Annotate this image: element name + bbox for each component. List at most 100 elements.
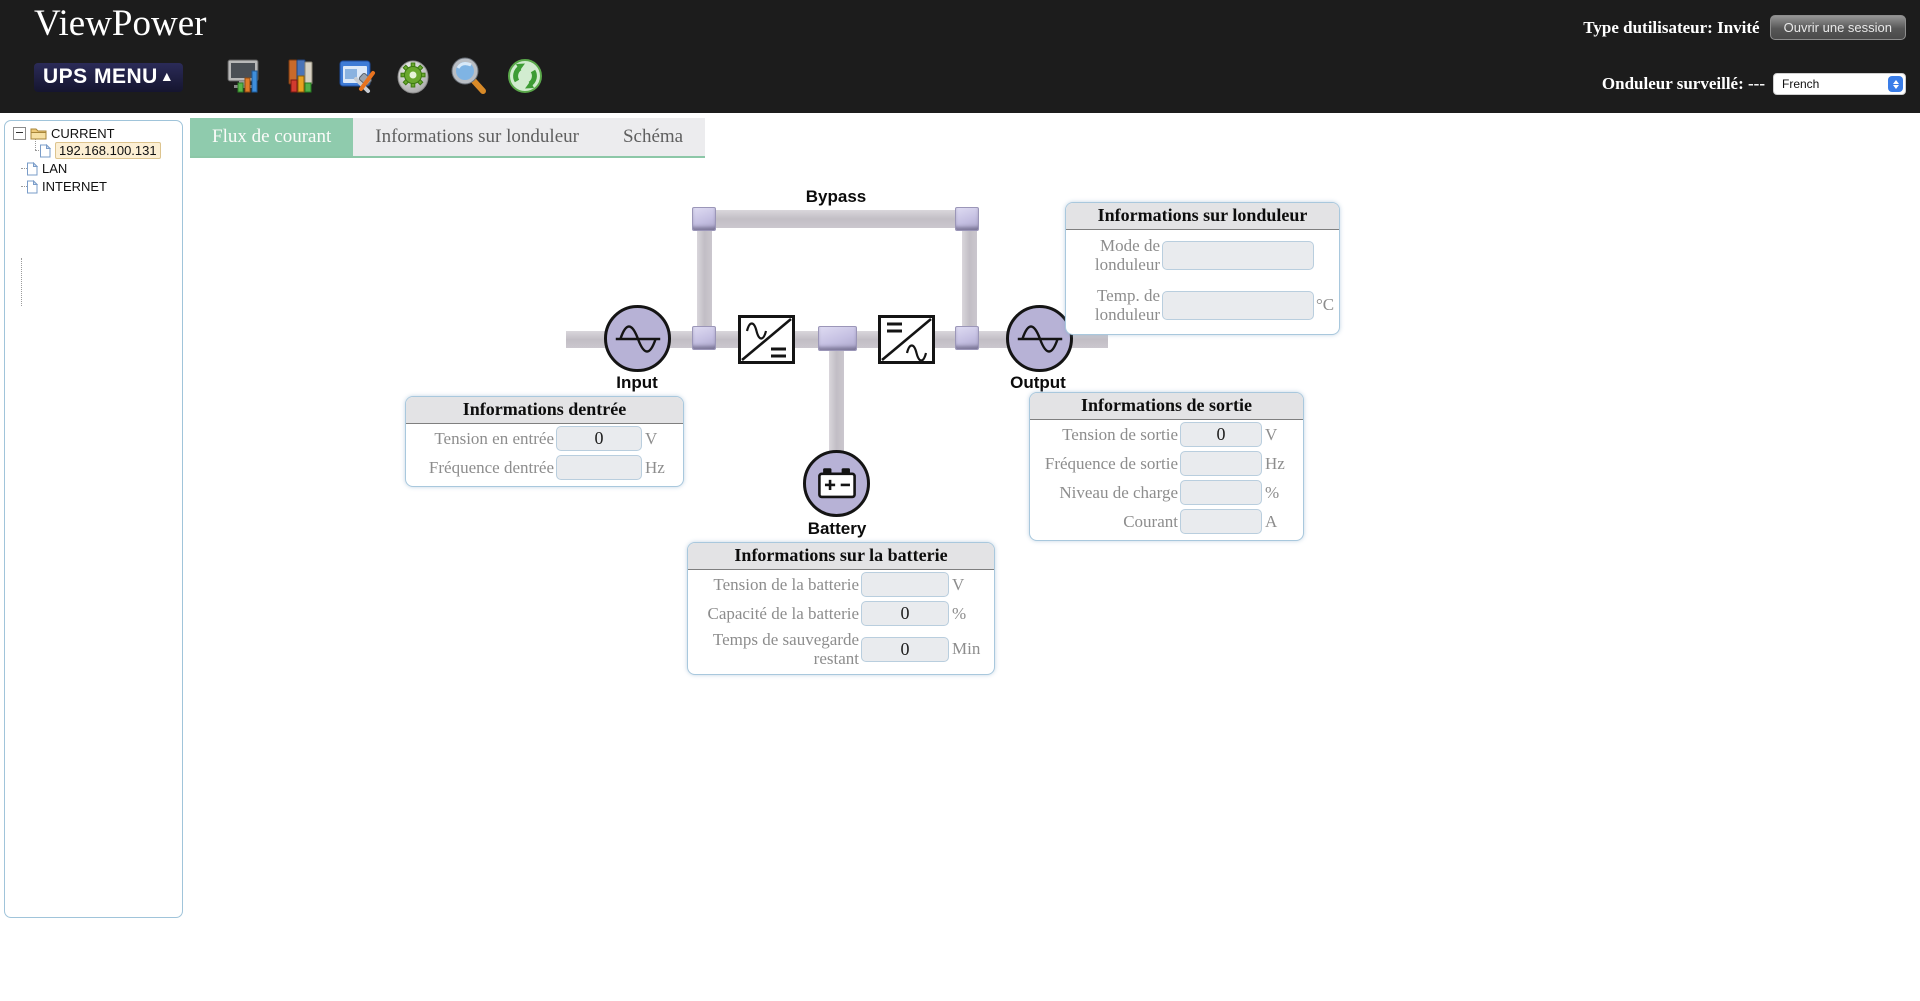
tab-informations-onduleur[interactable]: Informations sur londuleur [353,118,601,156]
field-label: Temps de sauvegarde restant [712,630,859,669]
folder-icon [30,127,47,140]
document-icon [39,143,51,158]
pipe-corner-connector [692,207,716,231]
toolbar [224,55,546,97]
panel-rows: Tension en entrée 0 V Fréquence dentrée … [406,424,683,482]
output-icon [1006,305,1073,372]
monitored-ups-label: Onduleur surveillé: --- [1601,74,1765,93]
panel-row: Niveau de charge % [1030,478,1303,507]
ups-menu-button[interactable]: UPS MENU ▲ [34,63,184,92]
tree-guide-line [21,186,27,187]
field-label: Courant [1123,511,1178,531]
app-title: ViewPower [34,3,207,44]
language-select[interactable]: French [1773,73,1906,95]
tree-item-label: INTERNET [42,179,107,194]
field-value [1162,240,1314,270]
field-unit: Min [952,639,981,659]
control-panel-tools-icon[interactable] [336,55,378,97]
field-unit: Hz [1265,453,1285,473]
output-label: Output [1010,373,1066,392]
panel-title: Informations sur londuleur [1066,203,1339,230]
field-unit: % [1265,482,1280,502]
bypass-left-drop-pipe [697,227,712,331]
field-label: Mode de londuleur [1094,236,1160,275]
field-label: Niveau de charge [1059,482,1178,502]
tab-schema[interactable]: Schéma [600,118,706,156]
tree-collapse-icon[interactable] [13,127,26,140]
report-books-icon[interactable] [280,55,322,97]
language-select-value: French [1782,77,1820,91]
open-session-button[interactable]: Ouvrir une session [1769,15,1906,40]
field-unit: V [1265,424,1278,444]
panel-row: Capacité de la batterie 0 % [688,599,994,628]
tree-guide-line [35,139,36,150]
field-value [1180,451,1262,476]
field-label: Capacité de la batterie [707,603,860,623]
panel-title: Informations dentrée [406,397,683,424]
panel-title: Informations sur la batterie [688,543,994,570]
panel-row: Fréquence dentrée Hz [406,453,683,482]
tree-item-internet[interactable]: INTERNET [26,178,107,195]
panel-row: Fréquence de sortie Hz [1030,449,1303,478]
panel-row: Temp. de londuleur °C [1066,280,1339,330]
tab-flux-de-courant[interactable]: Flux de courant [190,118,354,156]
refresh-icon[interactable] [504,55,546,97]
battery-icon [803,450,870,517]
panel-title: Informations de sortie [1030,393,1303,420]
pipe-junction-connector [955,326,979,350]
field-unit: A [1265,511,1278,531]
document-icon [26,179,38,194]
ups-menu-label: UPS MENU [43,65,158,88]
field-unit: Hz [645,457,665,477]
field-value [1180,509,1262,534]
panel-row: Tension de sortie 0 V [1030,420,1303,449]
monitored-ups-area: Onduleur surveillé: --- French [1602,73,1906,95]
tree-item-label: LAN [42,161,68,176]
panel-rows: Tension de sortie 0 V Fréquence de sorti… [1030,420,1303,536]
panel-row: Mode de londuleur [1066,230,1339,280]
bypass-pipe [703,210,967,228]
tree-item-lan[interactable]: LAN [26,160,67,177]
user-type-label: Type dutilisateur: Invité [1583,17,1760,37]
field-unit: V [645,428,658,448]
session-area: Type dutilisateur: Invité Ouvrir une ses… [1583,15,1906,40]
panel-row: Temps de sauvegarde restant 0 Min [688,628,994,670]
battery-info-panel: Informations sur la batterie Tension de … [687,542,995,676]
input-info-panel: Informations dentrée Tension en entrée 0… [405,396,684,487]
field-value [861,572,949,597]
select-arrows-icon [1888,76,1903,92]
app-header: ViewPower Type dutilisateur: Invité Ouvr… [0,0,1920,113]
tab-bar: Flux de courant Informations sur londule… [190,118,706,158]
tree-item-device[interactable]: 192.168.100.131 [39,142,161,159]
field-label: Fréquence dentrée [428,457,554,477]
gear-icon[interactable] [392,55,434,97]
search-icon[interactable] [448,55,490,97]
field-value [556,455,642,480]
output-info-panel: Informations de sortie Tension de sortie… [1029,392,1304,541]
field-label: Fréquence de sortie [1044,453,1178,473]
battery-tee-connector [818,326,857,351]
menu-arrow-icon: ▲ [159,68,175,84]
tree-item-current[interactable]: CURRENT [13,125,115,142]
input-source-icon [604,305,671,372]
field-value: 0 [556,426,642,451]
rectifier-icon [738,315,795,364]
field-value [1162,290,1314,320]
panel-rows: Tension de la batterie V Capacité de la … [688,570,994,670]
field-unit: °C [1316,295,1335,315]
field-unit: % [952,603,967,623]
bypass-label: Bypass [805,187,867,206]
field-unit: V [952,574,965,594]
pipe-junction-connector [692,326,716,350]
panel-rows: Mode de londuleur Temp. de londuleur °C [1066,230,1339,330]
field-label: Temp. de londuleur [1094,286,1160,325]
document-icon [26,161,38,176]
monitor-chart-icon[interactable] [224,55,266,97]
bypass-right-drop-pipe [962,227,977,331]
tree-item-label-selected: 192.168.100.131 [55,142,161,159]
pipe-corner-connector [955,207,979,231]
field-value: 0 [861,636,949,662]
field-value: 0 [1180,422,1262,447]
ups-info-panel: Informations sur londuleur Mode de londu… [1065,202,1340,336]
